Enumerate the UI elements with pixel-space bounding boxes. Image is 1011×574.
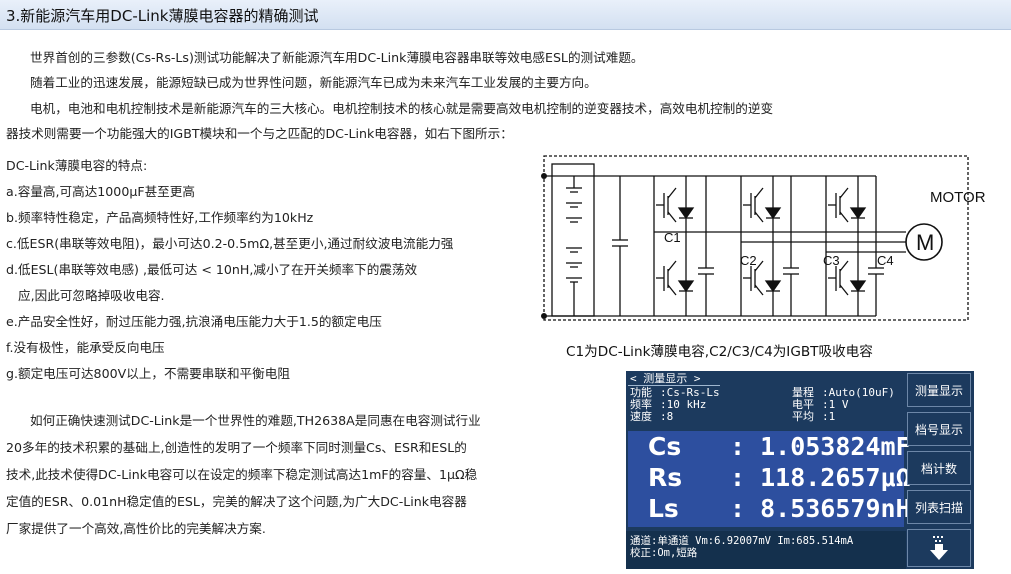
c3-label: C3 [823, 253, 840, 268]
status-bar [626, 531, 906, 569]
conclusion-line: 如何正确快速测试DC-Link是一个世界性的难题,TH2638A是同惠在电容测试… [30, 413, 481, 428]
readout-panel: Cs : 1.053824mF Rs : 118.2657μΩ Ls : 8.5… [628, 431, 911, 527]
intro-paragraph-3: 电机，电池和电机控制技术是新能源汽车的三大核心。电机控制技术的核心就是需要高效电… [30, 101, 774, 116]
c2-label: C2 [740, 253, 757, 268]
freq-label: 频率 [630, 398, 652, 411]
intro-paragraph-3-cont: 器技术则需要一个功能强大的IGBT模块和一个与之匹配的DC-Link电容器，如右… [6, 126, 513, 141]
ls-label: Ls [648, 494, 679, 523]
section-title: 3.新能源汽车用DC-Link薄膜电容器的精确测试 [6, 7, 319, 25]
down-arrow-icon [930, 536, 948, 560]
correction-status: 校正:Om,短路 [630, 547, 698, 559]
inverter-leg-1 [653, 176, 714, 316]
inverter-leg-3 [825, 176, 884, 316]
circuit-boundary [543, 155, 969, 321]
channel-status: 通道:单通道 Vm:6.92007mV Im:685.514mA [630, 535, 854, 547]
feature-item: d.低ESL(串联等效电感) ,最低可达 < 10nH,减小了在开关频率下的震荡… [6, 262, 418, 277]
cs-label: Cs [648, 432, 682, 461]
list-sweep-button[interactable]: 列表扫描 [907, 490, 971, 524]
battery-cells [566, 176, 582, 316]
intro-paragraph-2: 随着工业的迅速发展，能源短缺已成为世界性问题，新能源汽车已成为未来汽车工业发展的… [30, 75, 597, 90]
c4-label: C4 [877, 253, 894, 268]
range-value[interactable]: :Auto(10uF) [822, 386, 895, 399]
inverter-leg-2 [740, 176, 799, 316]
avg-value[interactable]: :1 [822, 410, 836, 423]
rs-value: : 118.2657μΩ [730, 463, 911, 492]
screen-tab-title: < 测量显示 > [630, 372, 701, 385]
intro-paragraph-1: 世界首创的三参数(Cs-Rs-Ls)测试功能解决了新能源汽车用DC-Link薄膜… [30, 50, 644, 65]
level-value[interactable]: :1 V [822, 398, 849, 411]
bin-display-button[interactable]: 档号显示 [907, 412, 971, 446]
motor-label: MOTOR [930, 189, 986, 206]
conclusion-line: 20多年的技术积累的基础上,创造性的发明了一个频率下同时测量Cs、ESR和ESL… [6, 440, 467, 455]
feature-item: a.容量高,可高达1000μF甚至更高 [6, 184, 195, 199]
section-header: 3.新能源汽车用DC-Link薄膜电容器的精确测试 [0, 0, 1011, 30]
inverter-circuit-diagram: MOTOR M C1 C2 C3 C4 [541, 155, 986, 321]
feature-item-cont: 应,因此可忽略掉吸收电容. [18, 288, 165, 303]
bin-count-button[interactable]: 档计数 [907, 451, 971, 485]
measure-display-tab[interactable] [628, 372, 720, 386]
func-value[interactable]: :Cs-Rs-Ls [660, 386, 720, 399]
circuit-caption: C1为DC-Link薄膜电容,C2/C3/C4为IGBT吸收电容 [566, 344, 873, 360]
freq-value[interactable]: :10 kHz [660, 398, 707, 411]
level-label: 电平 [792, 398, 814, 411]
speed-value[interactable]: :8 [660, 410, 674, 423]
measure-display-button[interactable]: 测量显示 [907, 373, 971, 407]
feature-item: e.产品安全性好，耐过压能力强,抗浪涌电压能力大于1.5的额定电压 [6, 314, 382, 329]
func-label: 功能 [630, 386, 652, 399]
features-title: DC-Link薄膜电容的特点: [6, 158, 148, 173]
conclusion-line: 厂家提供了一个高效,高性价比的完美解决方案. [6, 521, 266, 536]
instrument-screen: < 测量显示 > 功能 :Cs-Rs-Ls 量程 :Auto(10uF) 频率 … [626, 371, 974, 569]
ls-value: : 8.536579nH [730, 494, 911, 523]
range-label: 量程 [792, 386, 814, 399]
feature-item: b.频率特性稳定，产品高频特性好,工作频率约为10kHz [6, 210, 314, 225]
more-button[interactable] [907, 529, 971, 567]
avg-label: 平均 [792, 410, 814, 423]
battery-box [551, 163, 595, 317]
conclusion-line: 定值的ESR、0.01nH稳定值的ESL，完美的解决了这个问题,为广大DC-Li… [6, 494, 467, 509]
motor-letter: M [916, 230, 934, 255]
rs-label: Rs [648, 463, 683, 492]
feature-item: f.没有极性，能承受反向电压 [6, 340, 165, 355]
feature-item: c.低ESR(串联等效电阻)，最小可达0.2-0.5mΩ,甚至更小,通过耐纹波电… [6, 236, 454, 251]
c1-capacitor [612, 176, 628, 316]
motor-symbol [905, 223, 943, 261]
feature-item: g.额定电压可达800V以上，不需要串联和平衡电阻 [6, 366, 290, 381]
cs-value: : 1.053824mF [730, 432, 911, 461]
speed-label: 速度 [630, 410, 652, 423]
c1-label: C1 [664, 230, 681, 245]
conclusion-line: 技术,此技术使得DC-Link电容可以在设定的频率下稳定测试高达1mF的容量、1… [6, 467, 478, 482]
